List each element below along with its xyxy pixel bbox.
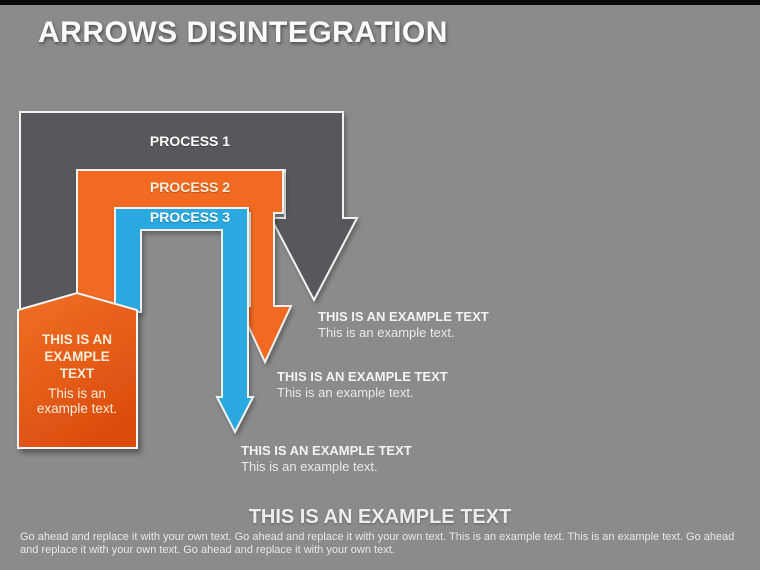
note-body: This is an example text. [277, 385, 414, 400]
note-process3: THIS IS AN EXAMPLE TEXT This is an examp… [241, 443, 412, 474]
footer-body: Go ahead and replace it with your own te… [20, 531, 735, 556]
note-process1: THIS IS AN EXAMPLE TEXT This is an examp… [318, 309, 489, 340]
process3-label: PROCESS 3 [149, 209, 231, 225]
note-body: This is an example text. [241, 459, 378, 474]
process2-label: PROCESS 2 [149, 179, 231, 195]
callout-text: THIS IS AN EXAMPLE TEXT This is an examp… [20, 331, 134, 416]
note-body: This is an example text. [318, 325, 455, 340]
slide-title: ARROWS DISINTEGRATION [38, 16, 448, 49]
callout-heading-line: EXAMPLE [44, 349, 110, 364]
footer-heading: THIS IS AN EXAMPLE TEXT [248, 506, 512, 528]
note-title: THIS IS AN EXAMPLE TEXT [277, 369, 448, 384]
top-accent-bar [0, 0, 760, 5]
callout-body-line: This is an [48, 386, 106, 401]
callout-heading-line: TEXT [59, 366, 95, 381]
note-title: THIS IS AN EXAMPLE TEXT [241, 443, 412, 458]
callout-pentagon-shape [17, 291, 138, 449]
callout-heading-line: THIS IS AN [41, 332, 112, 347]
callout-body-line: example text. [36, 401, 118, 416]
process1-label: PROCESS 1 [149, 133, 231, 149]
note-process2: THIS IS AN EXAMPLE TEXT This is an examp… [277, 369, 448, 400]
note-title: THIS IS AN EXAMPLE TEXT [318, 309, 489, 324]
